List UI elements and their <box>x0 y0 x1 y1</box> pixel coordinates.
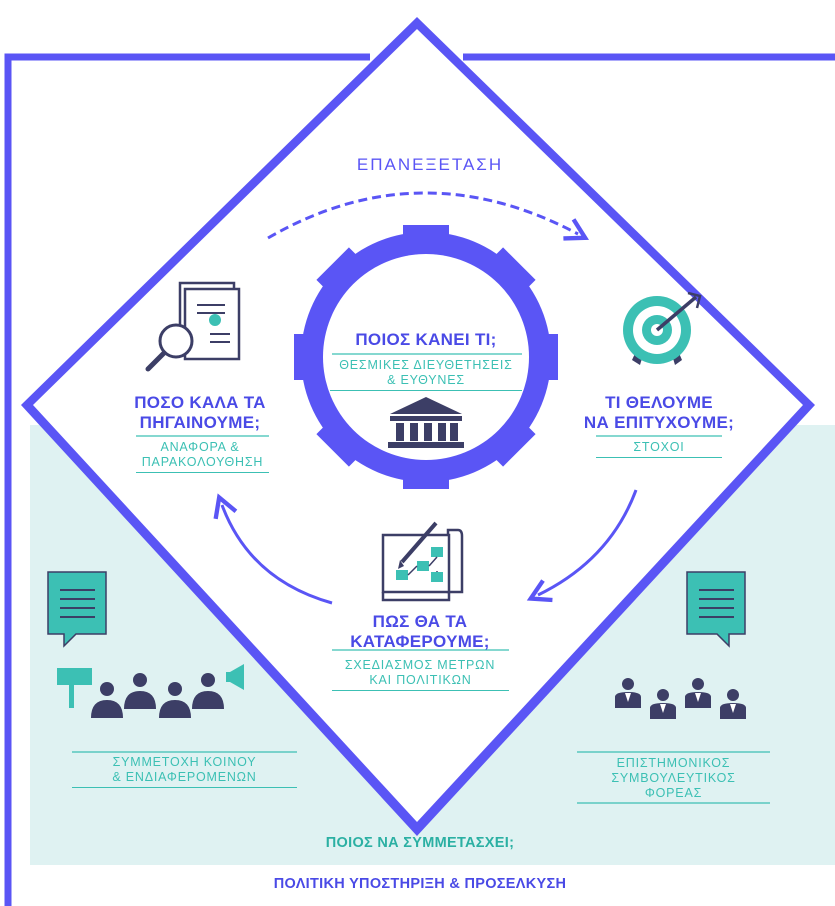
monitoring-sub-line2: ΠΑΡΑΚΟΛΟΥΘΗΣΗ <box>136 455 269 473</box>
design-sub-line2: ΚΑΙ ΠΟΛΙΤΙΚΩΝ <box>332 673 509 691</box>
design-title-line1: ΠΩΣ ΘΑ ΤΑ <box>372 612 468 631</box>
monitoring-title-line2: ΠΗΓΑΙΝΟΥΜΕ; <box>139 413 261 432</box>
outer-frame <box>4 53 370 906</box>
who-participates-label: ΠΟΙΟΣ ΝΑ ΣΥΜΜΕΤΑΣΧΕΙ; <box>325 835 515 851</box>
monitoring-title-line1: ΠΟΣΟ ΚΑΛΑ ΤΑ <box>134 393 266 412</box>
center-subtitle-line1: ΘΕΣΜΙΚΕΣ ΔΙΕΥΘΕΤΗΣΕΙΣ <box>339 358 513 372</box>
flowchart-plan-icon <box>381 521 464 602</box>
experts-group-icon <box>615 678 746 719</box>
scientific-line2: ΣΥΜΒΟΥΛΕΥΤΙΚΟΣ <box>611 771 736 785</box>
scientific-line1: ΕΠΙΣΤΗΜΟΝΙΚΟΣ <box>616 756 731 770</box>
speech-bubble-left-icon <box>47 571 107 648</box>
scientific-line3: ΦΟΡΕΑΣ <box>644 786 703 800</box>
goals-sub-line1: ΣΤΟΧΟΙ <box>596 440 722 458</box>
report-magnifier-icon <box>145 281 241 372</box>
center-title: ΠΟΙΟΣ ΚΑΝΕΙ ΤΙ; <box>355 330 497 349</box>
center-subtitle-line2: & ΕΥΘΥΝΕΣ <box>330 373 522 391</box>
review-label: ΕΠΑΝΕΞΕΤΑΣΗ <box>356 155 504 174</box>
people-protest-icon <box>57 664 244 718</box>
design-title-line2: ΚΑΤΑΦΕΡΟΥΜΕ; <box>350 632 490 651</box>
institution-building-icon <box>388 397 464 448</box>
speech-bubble-right-icon <box>686 571 746 648</box>
public-line2: & ΕΝΔΙΑΦΕΡΟΜΕΝΩΝ <box>72 770 297 788</box>
public-line1: ΣΥΜΜΕΤΟΧΗ ΚΟΙΝΟΥ <box>112 755 257 769</box>
goals-title-line2: ΝΑ ΕΠΙΤΥΧΟΥΜΕ; <box>583 413 735 432</box>
political-support-label: ΠΟΛΙΤΙΚΗ ΥΠΟΣΤΗΡΙΞΗ & ΠΡΟΣΕΛΚΥΣΗ <box>273 876 567 892</box>
target-arrow-icon <box>623 291 702 365</box>
goals-title-line1: ΤΙ ΘΕΛΟΥΜΕ <box>605 393 713 412</box>
monitoring-sub-line1: ΑΝΑΦΟΡΑ & <box>160 440 240 454</box>
arrow-design-to-monitoring <box>213 493 333 605</box>
gear-icon <box>294 225 558 489</box>
review-dashed-arrow <box>267 191 589 241</box>
arrow-goals-to-design <box>526 489 638 603</box>
design-sub-line1: ΣΧΕΔΙΑΣΜΟΣ ΜΕΤΡΩΝ <box>344 658 496 672</box>
